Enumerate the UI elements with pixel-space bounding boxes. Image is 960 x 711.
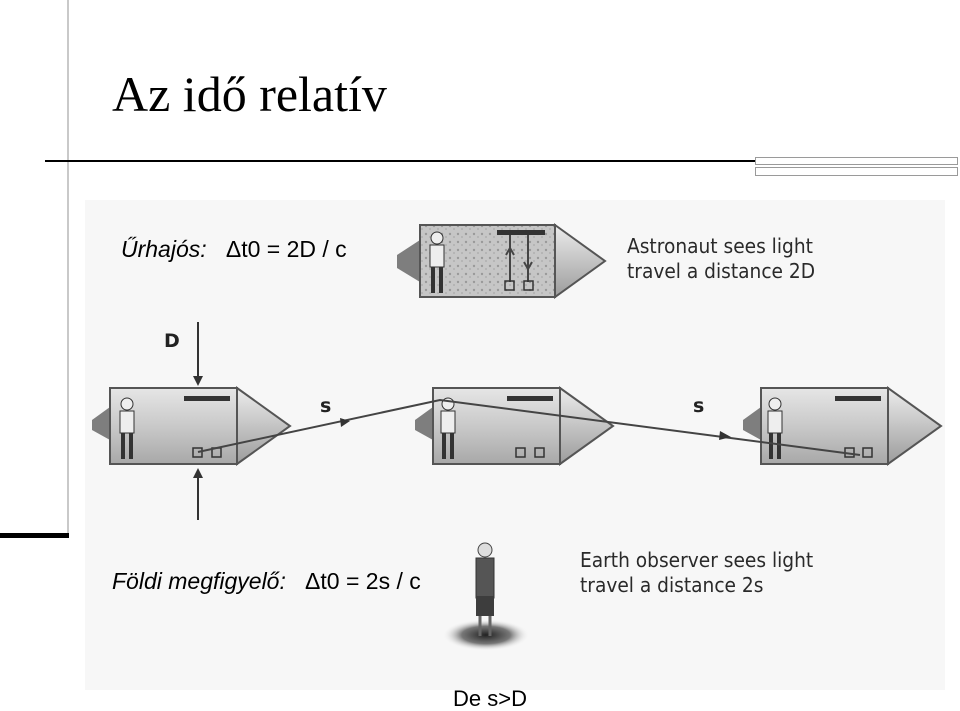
astronaut-figure-top bbox=[429, 231, 445, 293]
left-horizontal-rule bbox=[0, 533, 69, 538]
distance-s-label-right: s bbox=[693, 395, 705, 417]
distance-s-label-left: s bbox=[320, 395, 332, 417]
conclusion-text: De s>D bbox=[453, 686, 527, 711]
astronaut-formula: Űrhajós: Δt0 = 2D / c bbox=[121, 235, 347, 263]
earth-formula: Földi megfigyelő: Δt0 = 2s / c bbox=[112, 567, 421, 595]
earth-caption-line1: Earth observer sees light bbox=[580, 548, 814, 572]
spaceship-right bbox=[743, 386, 943, 466]
astronaut-figure-left bbox=[119, 397, 135, 459]
decorative-box-lower bbox=[755, 167, 958, 176]
earth-observer-figure bbox=[442, 542, 530, 651]
top-spaceship bbox=[397, 223, 607, 299]
earth-caption: Earth observer sees light travel a dista… bbox=[580, 548, 813, 598]
earth-formula-label: Földi megfigyelő: bbox=[112, 568, 286, 594]
astronaut-caption-line2: travel a distance 2D bbox=[627, 259, 816, 283]
astronaut-caption: Astronaut sees light travel a distance 2… bbox=[627, 234, 815, 284]
astronaut-caption-line1: Astronaut sees light bbox=[627, 234, 813, 258]
spaceship-middle bbox=[415, 386, 615, 466]
spaceship-left bbox=[92, 386, 292, 466]
left-vertical-rule bbox=[67, 0, 69, 535]
light-path bbox=[197, 398, 861, 456]
slide-title: Az idő relatív bbox=[112, 66, 387, 122]
earth-formula-equation: Δt0 = 2s / c bbox=[305, 568, 421, 594]
earth-caption-line2: travel a distance 2s bbox=[580, 573, 764, 597]
distance-d-label: D bbox=[164, 330, 180, 352]
decorative-box-upper bbox=[755, 157, 958, 165]
astronaut-formula-equation: Δt0 = 2D / c bbox=[225, 236, 347, 262]
title-underline-rule bbox=[45, 160, 955, 162]
astronaut-figure-right bbox=[767, 397, 783, 459]
astronaut-formula-label: Űrhajós: bbox=[121, 236, 207, 262]
